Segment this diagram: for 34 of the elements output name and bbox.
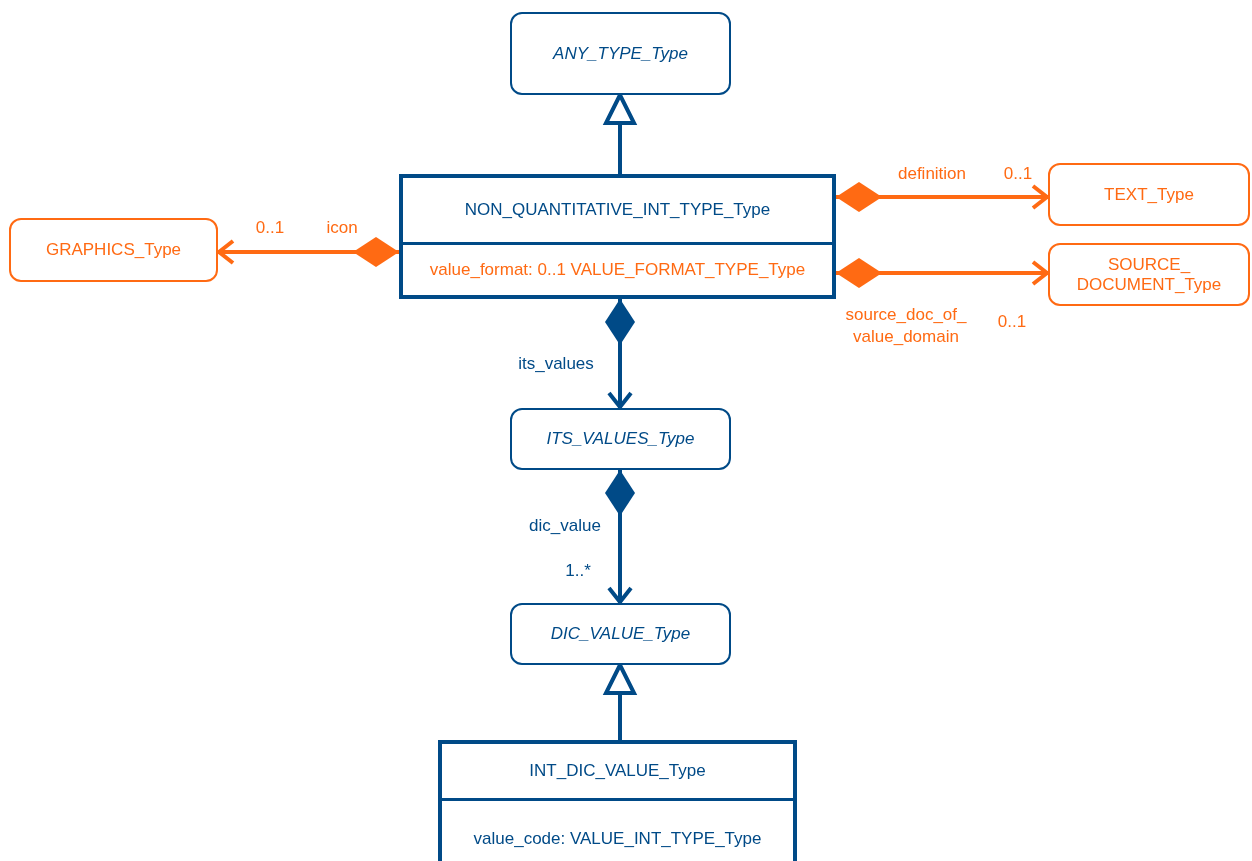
type-box — [510, 603, 731, 665]
multiplicity-label: 0..1 — [1003, 163, 1033, 185]
role-label: its_values — [518, 353, 594, 375]
type-box — [510, 12, 731, 95]
type-box — [1048, 243, 1250, 306]
composition-arrow — [836, 258, 1049, 288]
composition-arrow — [836, 182, 1049, 212]
composition-arrow — [605, 470, 635, 604]
generalization-arrow — [604, 93, 636, 174]
multiplicity-label: 0..1 — [255, 217, 285, 239]
attribute-text: value_code: VALUE_INT_TYPE_Type — [473, 828, 762, 849]
multiplicity-label: 1..* — [565, 560, 591, 582]
type-box — [1048, 163, 1250, 226]
class-name: ANY_TYPE_Type — [551, 43, 689, 64]
generalization-arrow — [604, 663, 636, 740]
role-label: source_doc_of_ value_domain — [844, 304, 968, 349]
class-name: INT_DIC_VALUE_Type — [529, 761, 706, 781]
class-name: NON_QUANTITATIVE_INT_TYPE_Type — [464, 200, 771, 220]
class-name: TEXT_Type — [1103, 184, 1195, 205]
type-box — [510, 408, 731, 470]
composition-arrow — [217, 237, 399, 267]
role-label: dic_value — [529, 515, 601, 537]
class-name: ITS_VALUES_Type — [545, 429, 696, 449]
role-label: definition — [897, 163, 967, 185]
role-label: icon — [326, 217, 358, 239]
multiplicity-label: 0..1 — [997, 311, 1027, 333]
composition-arrow — [605, 299, 635, 409]
type-box — [9, 218, 218, 282]
class-box — [399, 174, 836, 299]
class-name: GRAPHICS_Type — [44, 240, 183, 260]
attribute-text: value_format: 0..1 VALUE_FORMAT_TYPE_Type — [429, 260, 806, 280]
class-name: DIC_VALUE_Type — [549, 624, 692, 644]
class-name: SOURCE_ DOCUMENT_Type — [1075, 254, 1223, 295]
class-box — [438, 740, 797, 861]
